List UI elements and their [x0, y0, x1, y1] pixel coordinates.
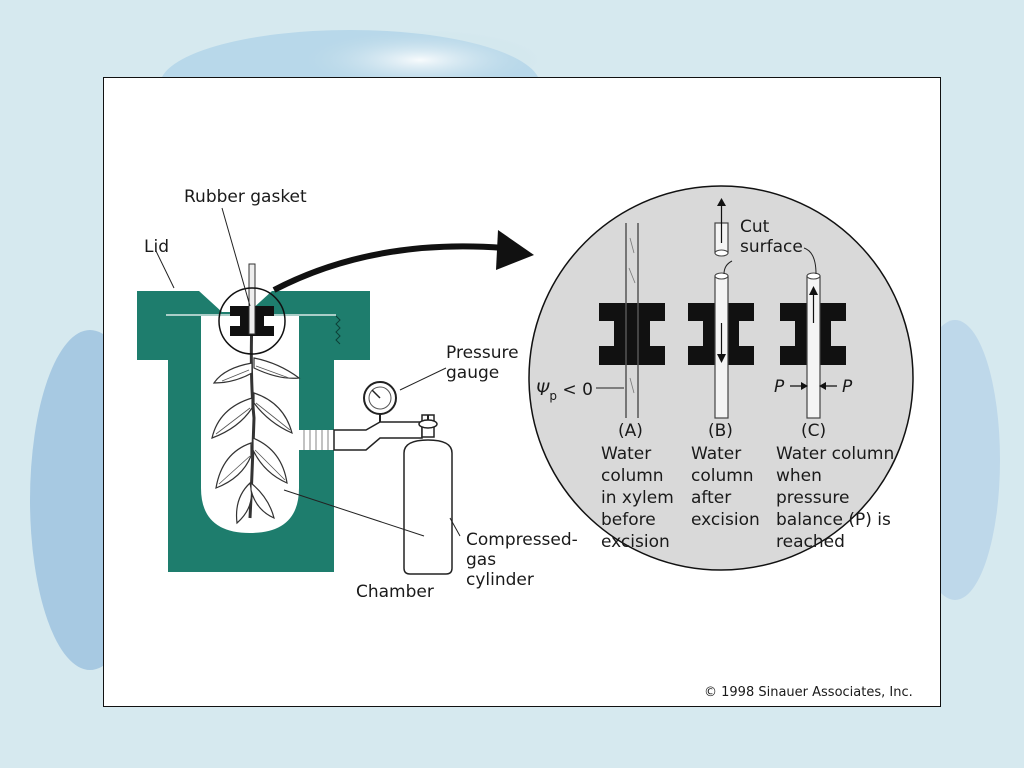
label-pressure-gauge-1: Pressure [446, 343, 519, 363]
magnify-arrow [272, 243, 505, 293]
gasket-a [599, 303, 665, 365]
magnifier-circle [218, 287, 286, 355]
gauge-needle [371, 389, 381, 399]
xylem-texture-a [628, 237, 636, 394]
panel-c-line: pressure [776, 488, 849, 508]
decor-glow [300, 30, 540, 90]
chamber-walls [168, 331, 334, 572]
panel-a-line: before [601, 510, 656, 530]
chamber-apparatus [137, 291, 370, 572]
pressure-chamber-diagram: Rubber gasket Lid Pressure gauge Chamber… [137, 185, 914, 700]
panel-b-line: excision [691, 510, 760, 530]
gauge-and-cylinder [333, 381, 453, 575]
panel-a-line: excision [601, 532, 670, 552]
cut-surface-c [806, 272, 821, 280]
magnify-arrowhead [496, 230, 534, 270]
figure-frame: Rubber gasket Lid Pressure gauge Chamber… [103, 77, 941, 707]
xylem-column-a [625, 223, 639, 418]
leaf [215, 442, 252, 489]
arrowhead-p-left [801, 382, 808, 390]
label-p-right: P [842, 377, 853, 397]
panel-caption-a: (A) Water column in xylem before excisio… [601, 421, 674, 552]
cut-surface-b [714, 272, 729, 280]
psi-condition: < 0 [557, 380, 593, 400]
gas-pipe [333, 421, 423, 451]
label-cylinder-3: cylinder [466, 570, 534, 590]
valve-knob [418, 419, 438, 429]
panel-b-letter: (B) [708, 421, 733, 441]
leaf-veins [215, 365, 291, 485]
copyright-notice: © 1998 Sinauer Associates, Inc. [704, 685, 913, 700]
arrowhead-p-right [819, 382, 826, 390]
leaf [253, 357, 301, 379]
label-psi: Ψp < 0 [536, 380, 593, 403]
panel-a-line: in xylem [601, 488, 674, 508]
cut-stem-top-surface-b [714, 249, 729, 257]
leaf [212, 362, 253, 384]
gas-inlet-port [299, 430, 334, 450]
arrowhead-up-b [717, 198, 726, 206]
panel-c-line: when [776, 466, 822, 486]
cut-surface-leader [723, 260, 733, 275]
panel-caption-b: (B) Water column after excision [691, 421, 760, 530]
label-lid: Lid [144, 237, 169, 257]
leaf [252, 437, 288, 484]
panel-c-line: Water column [776, 444, 894, 464]
panel-a-line: Water [601, 444, 651, 464]
cut-surface-leader-c [803, 247, 817, 275]
label-cylinder-1: Compressed- [466, 530, 578, 550]
inlet-thread [303, 430, 329, 450]
panel-a-line: column [601, 466, 664, 486]
gas-cylinder [403, 439, 453, 575]
psi-subscript: p [549, 389, 557, 403]
leaf [235, 481, 253, 525]
label-pressure-gauge-2: gauge [446, 363, 499, 383]
panel-a-letter: (A) [618, 421, 643, 441]
panel-c-line: balance (P) is [776, 510, 891, 530]
label-cylinder-2: gas [466, 550, 496, 570]
leader-lines [155, 207, 461, 537]
label-rubber-gasket: Rubber gasket [184, 187, 307, 207]
stem-through-gasket [248, 263, 256, 335]
leafy-shoot [211, 264, 301, 525]
label-p-left: P [774, 377, 785, 397]
inset-contents [596, 198, 846, 419]
label-cut-surface-1: Cut [740, 217, 770, 237]
arrowhead-up-c [809, 286, 818, 295]
psi-symbol: Ψ [536, 380, 550, 400]
leaf [253, 392, 293, 435]
arrowhead-down-b [717, 354, 726, 363]
panel-caption-c: (C) Water column when pressure balance (… [776, 421, 894, 552]
panel-b-line: Water [691, 444, 741, 464]
label-cut-surface-2: surface [740, 237, 803, 257]
panel-b-line: column [691, 466, 754, 486]
panel-b-line: after [691, 488, 731, 508]
lid-thread [335, 315, 341, 345]
panel-c-letter: (C) [801, 421, 826, 441]
panel-c-line: reached [776, 532, 845, 552]
gasket-detail [218, 263, 286, 355]
leaf [250, 481, 275, 520]
leaf [211, 397, 253, 439]
label-chamber: Chamber [356, 582, 434, 602]
pressure-gauge-dial [368, 386, 392, 410]
